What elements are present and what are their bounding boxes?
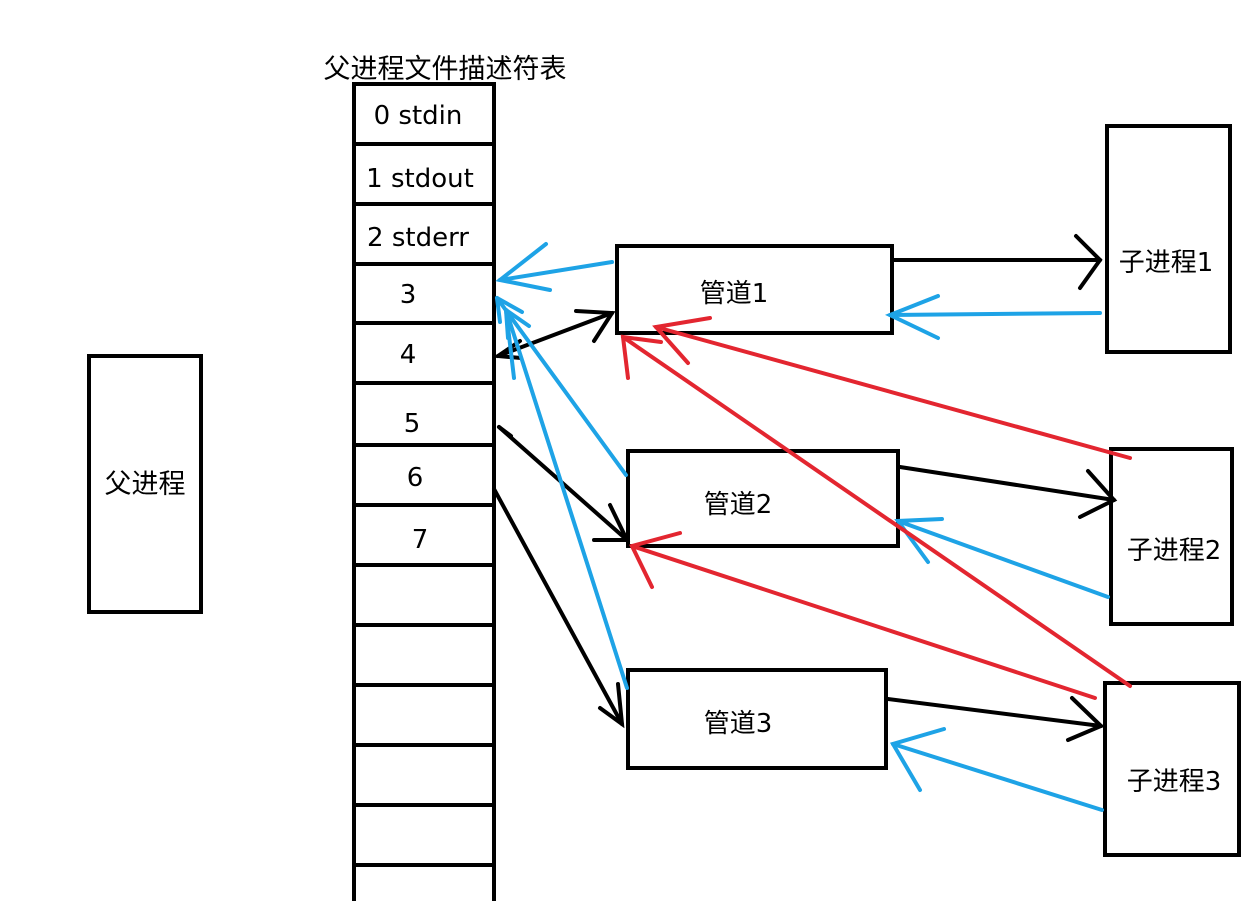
arrowhead [497,425,513,438]
arrowhead [885,294,940,340]
arrow-fd6-to-pipe3 [492,487,624,726]
arrowhead [1078,469,1118,519]
arrowhead [495,242,552,292]
arrowhead [592,503,631,542]
arrowhead [652,316,712,365]
fd-row-label: 4 [400,340,417,370]
arrow-pipe1-to-fd3 [498,260,614,282]
arrow-pipe3-to-child3 [886,697,1103,728]
arrow-child3-to-pipe1 [621,335,1132,688]
parent-process-node: 父进程 [87,354,203,614]
arrowhead [889,727,946,792]
arrowhead [495,296,502,324]
fd-row-label: 3 [400,280,417,310]
child-process-node: 子进程1 [1105,124,1232,354]
arrowhead [495,296,524,314]
child-process-label: 子进程3 [1127,767,1222,797]
child-process-node: 子进程3 [1103,681,1241,857]
table-title: 父进程文件描述符表 [324,54,567,85]
arrow-child3-to-pipe3 [891,742,1104,812]
arrow-child3-to-pipe2 [630,544,1097,700]
arrow-pipe2-to-child2 [898,465,1116,502]
pipe-label: 管道3 [704,709,773,739]
arrowhead [620,334,663,380]
arrow-child2-to-pipe2 [896,519,1110,599]
pipe-label: 管道1 [700,279,769,309]
parent-process-label: 父进程 [105,469,186,500]
red-arrows [620,316,1132,700]
fd-table: 0 stdin 1 stdout 2 stderr 3 4 5 6 7 [352,82,496,901]
arrow-child2-to-pipe1 [654,325,1132,460]
pipe-label: 管道2 [704,490,773,520]
blue-arrows [495,242,1110,812]
arrow-pipe3-to-fd3 [504,308,629,690]
arrowhead [574,309,616,343]
fd-row-label: 2 stderr [367,223,469,253]
black-arrows [492,234,1118,742]
arrowhead [598,682,625,729]
fd-row-label: 0 stdin [374,101,463,131]
pipe-node: 管道2 [626,449,900,548]
fd-row-label: 5 [404,409,421,439]
arrowhead [504,308,516,380]
arrowhead [894,517,944,564]
fd-row-label: 1 stdout [366,164,474,194]
child-process-label: 子进程1 [1119,248,1214,278]
child-process-node: 子进程2 [1109,447,1234,626]
fd-row-label: 7 [412,525,429,555]
arrowhead [1074,234,1103,290]
pipe-node: 管道3 [626,668,888,770]
arrow-child1-to-pipe1 [888,311,1102,317]
arrow-pipe2-to-fd3 [495,296,628,477]
pipe-node: 管道1 [615,244,894,335]
fd-row-label: 6 [407,463,424,493]
arrowhead [1066,696,1105,742]
child-process-label: 子进程2 [1127,536,1222,566]
arrowhead [629,531,682,589]
